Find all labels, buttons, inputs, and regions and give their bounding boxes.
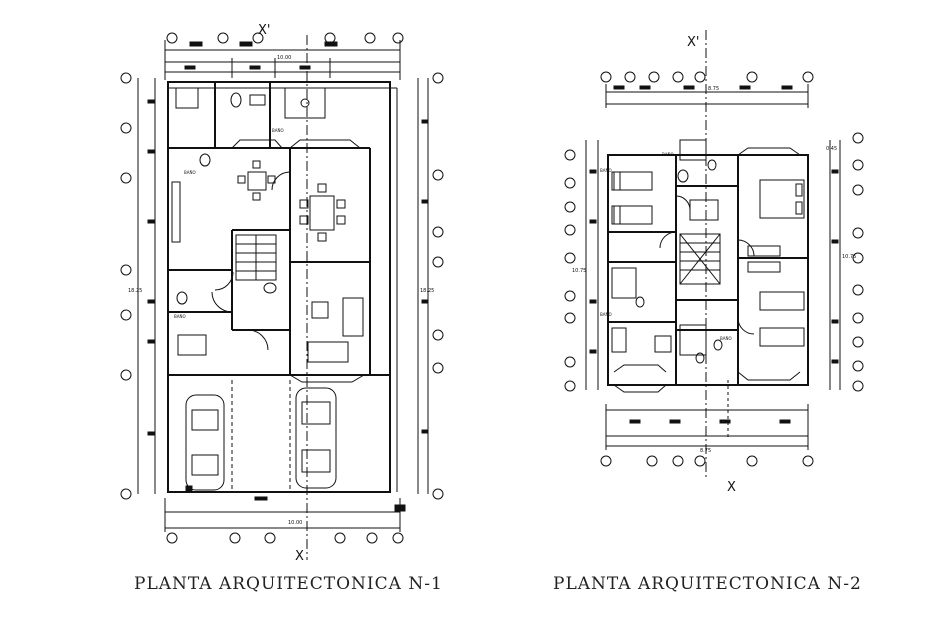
floor-plan-n1: X' X 10.00 10.00 18.25 18.25 BAÑO BAÑO B…	[120, 23, 444, 564]
room-label-n1-a: BAÑO	[184, 170, 196, 175]
bathroom-fixtures-n2	[611, 139, 723, 364]
door-swings-n1	[211, 171, 291, 351]
floor-plan-n2: X' X 8.75 8.75 10.75 10.75 0.45 BAÑO BAÑ…	[564, 30, 864, 495]
dim-bottom-n1: 10.00	[288, 520, 302, 526]
closets-n2	[611, 199, 781, 353]
room-label-n2-a: BAÑO	[662, 152, 674, 157]
dim-right-n1: 18.25	[420, 288, 434, 294]
axis-label-top-n2: X'	[687, 35, 699, 50]
axis-markers-side-n1	[120, 72, 444, 500]
dim-top-n2: 8.75	[708, 86, 719, 92]
top-dimension-lines-n1	[164, 40, 401, 80]
axis-label-bottom-n1: X	[295, 549, 304, 564]
room-label-n1-b: BAÑO	[174, 314, 186, 319]
dim-bottom-n2: 8.75	[700, 448, 711, 454]
bathroom-fixtures-n1	[176, 92, 277, 305]
dim-small-n2: 0.45	[826, 146, 837, 152]
dimension-lines-n2	[585, 84, 841, 450]
door-swings-n2	[659, 195, 755, 335]
bay-windows-n2	[613, 147, 801, 393]
plan-title-n1: PLANTA ARQUITECTONICA N-1	[134, 574, 443, 594]
cars-n1	[185, 387, 337, 491]
dim-top-n1: 10.00	[277, 55, 291, 61]
dining-table-n1	[299, 183, 346, 242]
walls-n2	[607, 154, 809, 386]
study-furniture-n1	[171, 87, 326, 356]
plan-title-n2: PLANTA ARQUITECTONICA N-2	[553, 574, 862, 594]
room-label-n1-c: BAÑO	[272, 128, 284, 133]
dim-left-n1: 18.25	[128, 288, 142, 294]
side-dimension-lines-n1	[137, 78, 429, 494]
axis-label-bottom-n2: X	[727, 480, 736, 495]
living-furniture-n1	[307, 297, 364, 363]
beds-n2	[611, 171, 805, 347]
axis-label-top-n1: X'	[258, 23, 270, 38]
breakfast-table-n1	[237, 160, 276, 201]
bottom-dimension-lines-n1	[164, 485, 406, 532]
walls-n1	[167, 81, 398, 493]
axis-markers-top-n2	[600, 71, 814, 467]
room-label-n2-c: BAÑO	[600, 312, 612, 317]
bay-windows-n1	[231, 139, 365, 383]
dim-right-n2: 10.75	[842, 254, 856, 260]
dim-left-n2: 10.75	[572, 268, 586, 274]
axis-markers-side-n2	[564, 132, 864, 392]
staircase-n2	[679, 233, 721, 285]
room-label-n2-b: BAÑO	[600, 168, 612, 173]
staircase-n1	[235, 234, 277, 281]
room-label-n2-d: BAÑO	[720, 336, 732, 341]
axis-markers-top-n1	[166, 32, 404, 544]
